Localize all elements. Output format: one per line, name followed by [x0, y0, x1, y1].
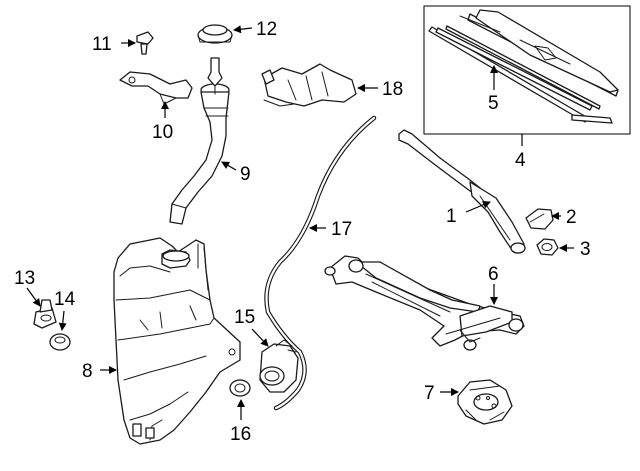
inlet-tube [261, 63, 357, 107]
wiper-blade-box [423, 5, 631, 135]
arm-nut [536, 238, 559, 256]
callout-18: 18 [382, 79, 403, 100]
callout-11: 11 [92, 34, 112, 55]
nozzle-grommet [49, 333, 71, 351]
wiper-linkage [324, 255, 525, 351]
callout-10: 10 [152, 122, 173, 143]
callout-5: 5 [488, 93, 499, 114]
filler-neck [169, 83, 230, 225]
wiper-motor [457, 379, 513, 425]
grommet [229, 379, 251, 397]
wiper-arm [398, 129, 526, 254]
wiper-blade-insert [428, 25, 613, 124]
callout-8: 8 [82, 361, 93, 382]
leader-1 [465, 201, 491, 213]
washer-pump [259, 339, 299, 393]
filler-cap [197, 24, 233, 44]
callout-14: 14 [54, 289, 76, 310]
callout-labels: 1 2 3 4 5 6 7 8 9 10 11 12 13 14 15 16 1… [14, 19, 591, 445]
leader-12 [233, 25, 253, 34]
filler-bracket [119, 71, 193, 105]
washer-hose [264, 115, 377, 411]
callout-13: 13 [14, 268, 35, 289]
callout-4: 4 [515, 150, 526, 171]
clip [136, 31, 154, 55]
callout-7: 7 [424, 383, 435, 404]
callout-16: 16 [230, 424, 251, 445]
callout-12: 12 [256, 19, 277, 40]
leader-lines [26, 25, 574, 420]
leader-14 [58, 310, 67, 331]
washer-nozzle [33, 299, 57, 329]
callout-3: 3 [580, 239, 591, 260]
callout-2: 2 [566, 207, 577, 228]
washer-reservoir [113, 237, 241, 445]
callout-1: 1 [446, 206, 457, 227]
arm-cap [525, 208, 554, 230]
callout-15: 15 [234, 307, 255, 328]
callout-9: 9 [240, 164, 251, 185]
callout-6: 6 [488, 264, 499, 285]
level-gauge [207, 57, 223, 95]
callout-17: 17 [331, 219, 352, 240]
wiper-blade [459, 9, 619, 97]
leader-13 [26, 287, 41, 307]
leader-9 [221, 161, 237, 171]
leader-15 [251, 328, 269, 347]
